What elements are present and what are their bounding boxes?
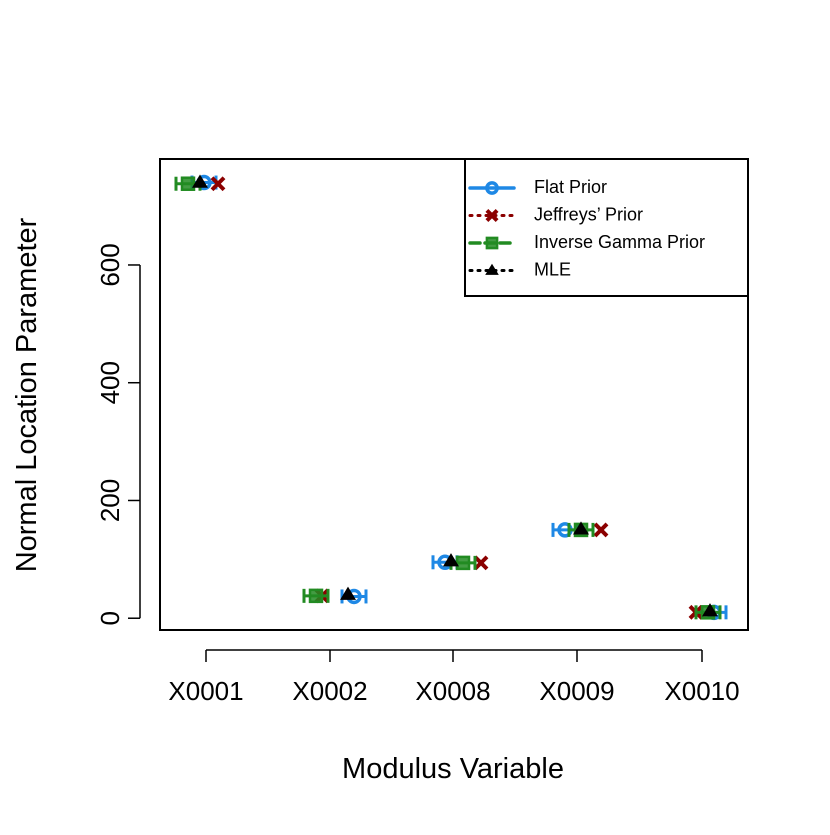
x-tick-label: X0002 <box>292 676 367 706</box>
x-axis: X0001 X0002 X0008 X0009 X0010 <box>168 649 740 706</box>
data-point-square <box>180 176 196 191</box>
plot-frame <box>159 158 749 631</box>
data-point-square <box>308 588 324 604</box>
data-point-triangle <box>443 553 459 567</box>
x-tick-label: X0010 <box>664 676 739 706</box>
data-point-x <box>473 555 489 571</box>
legend-item: MLE <box>468 259 571 279</box>
legend-item: Flat Prior <box>468 177 607 197</box>
data-point-square <box>485 236 499 250</box>
x-axis-title: Modulus Variable <box>342 753 564 785</box>
data-point-square <box>455 555 471 571</box>
data-point-triangle <box>340 586 356 600</box>
legend-label: Flat Prior <box>534 177 607 197</box>
data-point-x <box>210 176 226 192</box>
y-tick-label: 0 <box>95 611 125 625</box>
x-tick-label: X0001 <box>168 676 243 706</box>
data-point-circle <box>485 181 499 195</box>
x-tick-label: X0009 <box>539 676 614 706</box>
y-tick-label: 600 <box>95 243 125 286</box>
data-point-x <box>593 522 609 538</box>
data-point-x <box>485 208 499 223</box>
legend-item: Inverse Gamma Prior <box>468 232 705 252</box>
data-point-triangle <box>485 263 499 275</box>
y-tick-label: 200 <box>95 479 125 522</box>
y-axis-title: Normal Location Parameter <box>11 217 43 572</box>
legend-label: MLE <box>534 259 571 279</box>
legend-box <box>464 158 749 297</box>
y-tick-label: 400 <box>95 361 125 404</box>
y-axis: 0 200 400 600 <box>95 243 141 625</box>
legend-item: Jeffreys’ Prior <box>468 204 643 224</box>
data-point-triangle <box>573 521 589 535</box>
data-marks <box>174 174 728 621</box>
x-tick-label: X0008 <box>415 676 490 706</box>
data-point-triangle <box>192 174 208 188</box>
data-point-triangle <box>702 603 718 617</box>
legend-label: Inverse Gamma Prior <box>534 232 705 252</box>
legend-label: Jeffreys’ Prior <box>534 204 643 224</box>
series-3 <box>192 174 718 617</box>
